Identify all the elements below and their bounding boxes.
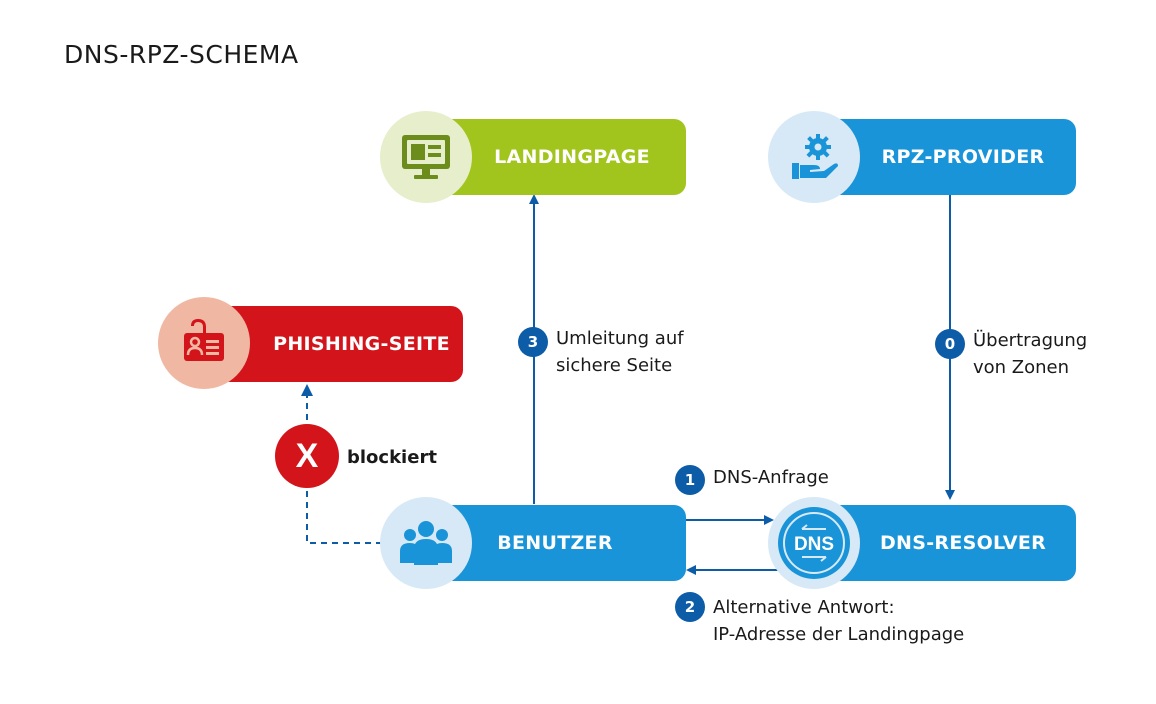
step-3-line2: sichere Seite [556,355,673,376]
users-icon [400,521,452,565]
rpz-provider-circle [768,111,860,203]
dns-icon: DNS [778,507,850,579]
blocked-circle: X [275,424,339,488]
close-icon: X [295,436,319,475]
step-0-badge: 0 [935,329,965,359]
step-2-badge: 2 [675,592,705,622]
gear-hand-icon [792,134,838,179]
phishing-circle [158,297,250,389]
dns-resolver-label: DNS-RESOLVER [879,532,1047,554]
landingpage-circle [380,111,472,203]
benutzer-box: BENUTZER [422,505,686,581]
blocked-label: blockiert [347,447,437,468]
step-2-line2: IP-Adresse der Landingpage [713,624,965,645]
step-3-badge: 3 [518,327,548,357]
benutzer-circle [380,497,472,589]
dns-icon-text: DNS [794,534,834,555]
rpz-provider-label: RPZ-PROVIDER [881,146,1045,168]
landingpage-label: LANDINGPAGE [494,146,650,168]
benutzer-label: BENUTZER [497,532,613,554]
step-1-badge: 1 [675,465,705,495]
page-title: DNS-RPZ-SCHEMA [64,40,299,69]
rpz-provider-box: RPZ-PROVIDER [810,119,1076,195]
phishing-label: PHISHING-SEITE [273,333,450,355]
step-3-line1: Umleitung auf [556,328,684,349]
monitor-icon [402,135,450,179]
step-1-line1: DNS-Anfrage [713,467,829,488]
step-2-line1: Alternative Antwort: [713,597,895,618]
step-0-line2: von Zonen [973,357,1070,378]
dns-resolver-circle: DNS [768,497,860,589]
phishing-id-card-icon [184,319,224,361]
step-0-line1: Übertragung [973,330,1088,351]
